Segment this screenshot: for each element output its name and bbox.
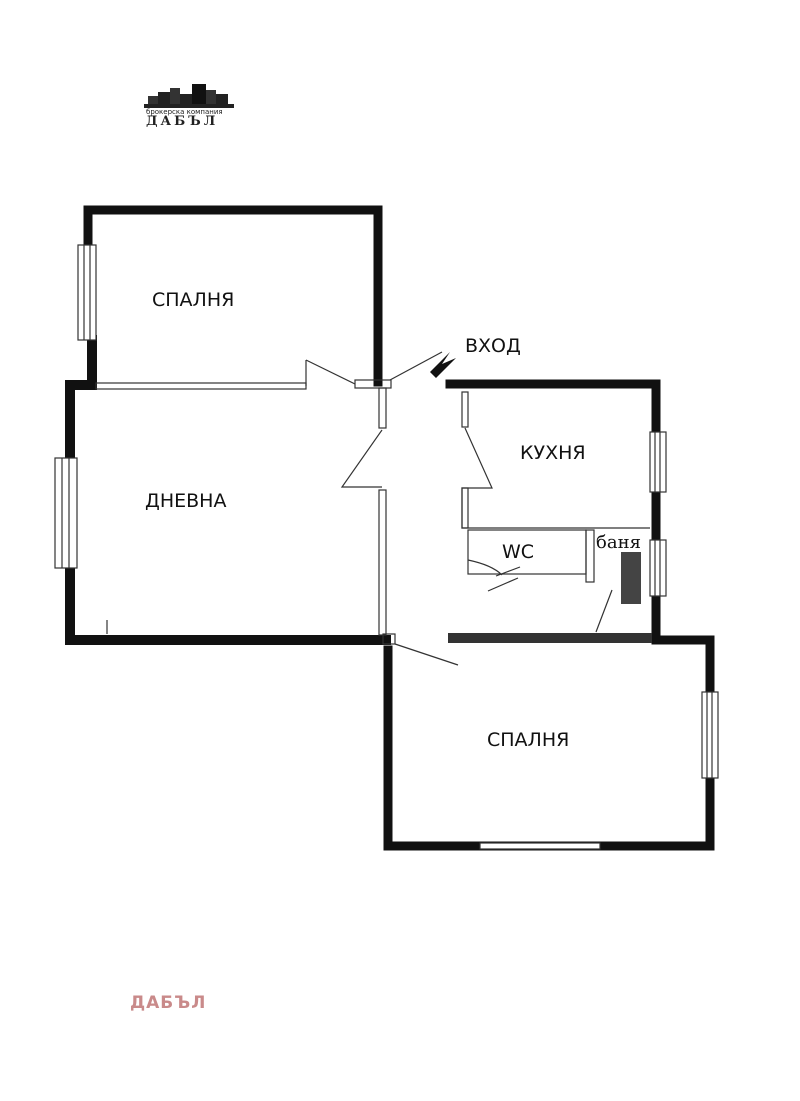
room-label-entrance: ВХОД xyxy=(465,335,521,357)
logo-name: ДАБЪЛ xyxy=(146,114,219,129)
room-label-bedroom-bottom: СПАЛНЯ xyxy=(487,729,569,751)
room-label-kitchen: КУХНЯ xyxy=(520,442,586,464)
bath-wall xyxy=(448,633,652,643)
thin-partitions xyxy=(95,351,650,666)
city-skyline-icon xyxy=(144,84,234,108)
bathroom-fixtures xyxy=(430,352,652,643)
room-label-bedroom-top: СПАЛНЯ xyxy=(152,289,234,311)
logo-subtitle: брокерска компания xyxy=(146,108,223,116)
room-label-living-room: ДНЕВНА xyxy=(145,490,226,512)
room-label-bathroom: баня xyxy=(596,532,641,553)
room-label-wc: WC xyxy=(502,541,534,563)
entrance-arrow-icon xyxy=(430,352,456,378)
windows xyxy=(54,244,719,850)
watermark: ДАБЪЛ xyxy=(130,993,207,1013)
bathtub-icon xyxy=(621,552,641,604)
